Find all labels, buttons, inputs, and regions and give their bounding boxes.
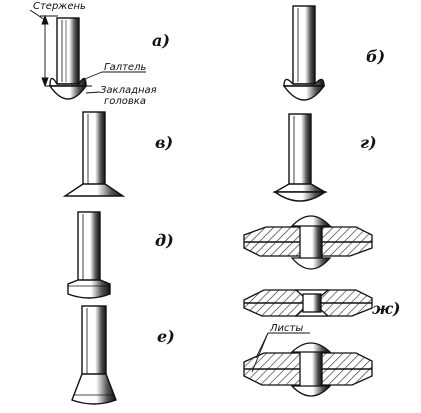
panel-label-a: а) [152,31,170,50]
panel-label-zh: ж) [372,299,400,318]
fillet-annotation: Галтель [104,62,146,73]
head-leader [85,91,101,94]
rivet-e [71,305,117,405]
joint-2 [243,289,373,317]
rod-dimension [29,9,58,88]
joint-3 [243,342,373,397]
panel-label-v: в) [155,133,173,152]
rod-annotation: Стержень [33,1,86,12]
rivet-v [62,111,126,197]
joint-1 [243,215,373,270]
head-annotation-line1: Закладная [100,85,157,96]
rivet-d [67,211,111,299]
sheets-leader [251,332,310,373]
rivet-a [45,17,92,100]
head-annotation-line2: головка [104,96,146,107]
rivet-g [272,113,328,202]
rivet-b [282,5,326,101]
panel-label-b: б) [366,47,385,66]
panel-label-e: е) [157,327,175,346]
panel-label-g: г) [360,133,377,152]
sheets-annotation: Листы [269,323,303,334]
fillet-leader [79,71,146,82]
panel-label-d: д) [155,231,174,250]
